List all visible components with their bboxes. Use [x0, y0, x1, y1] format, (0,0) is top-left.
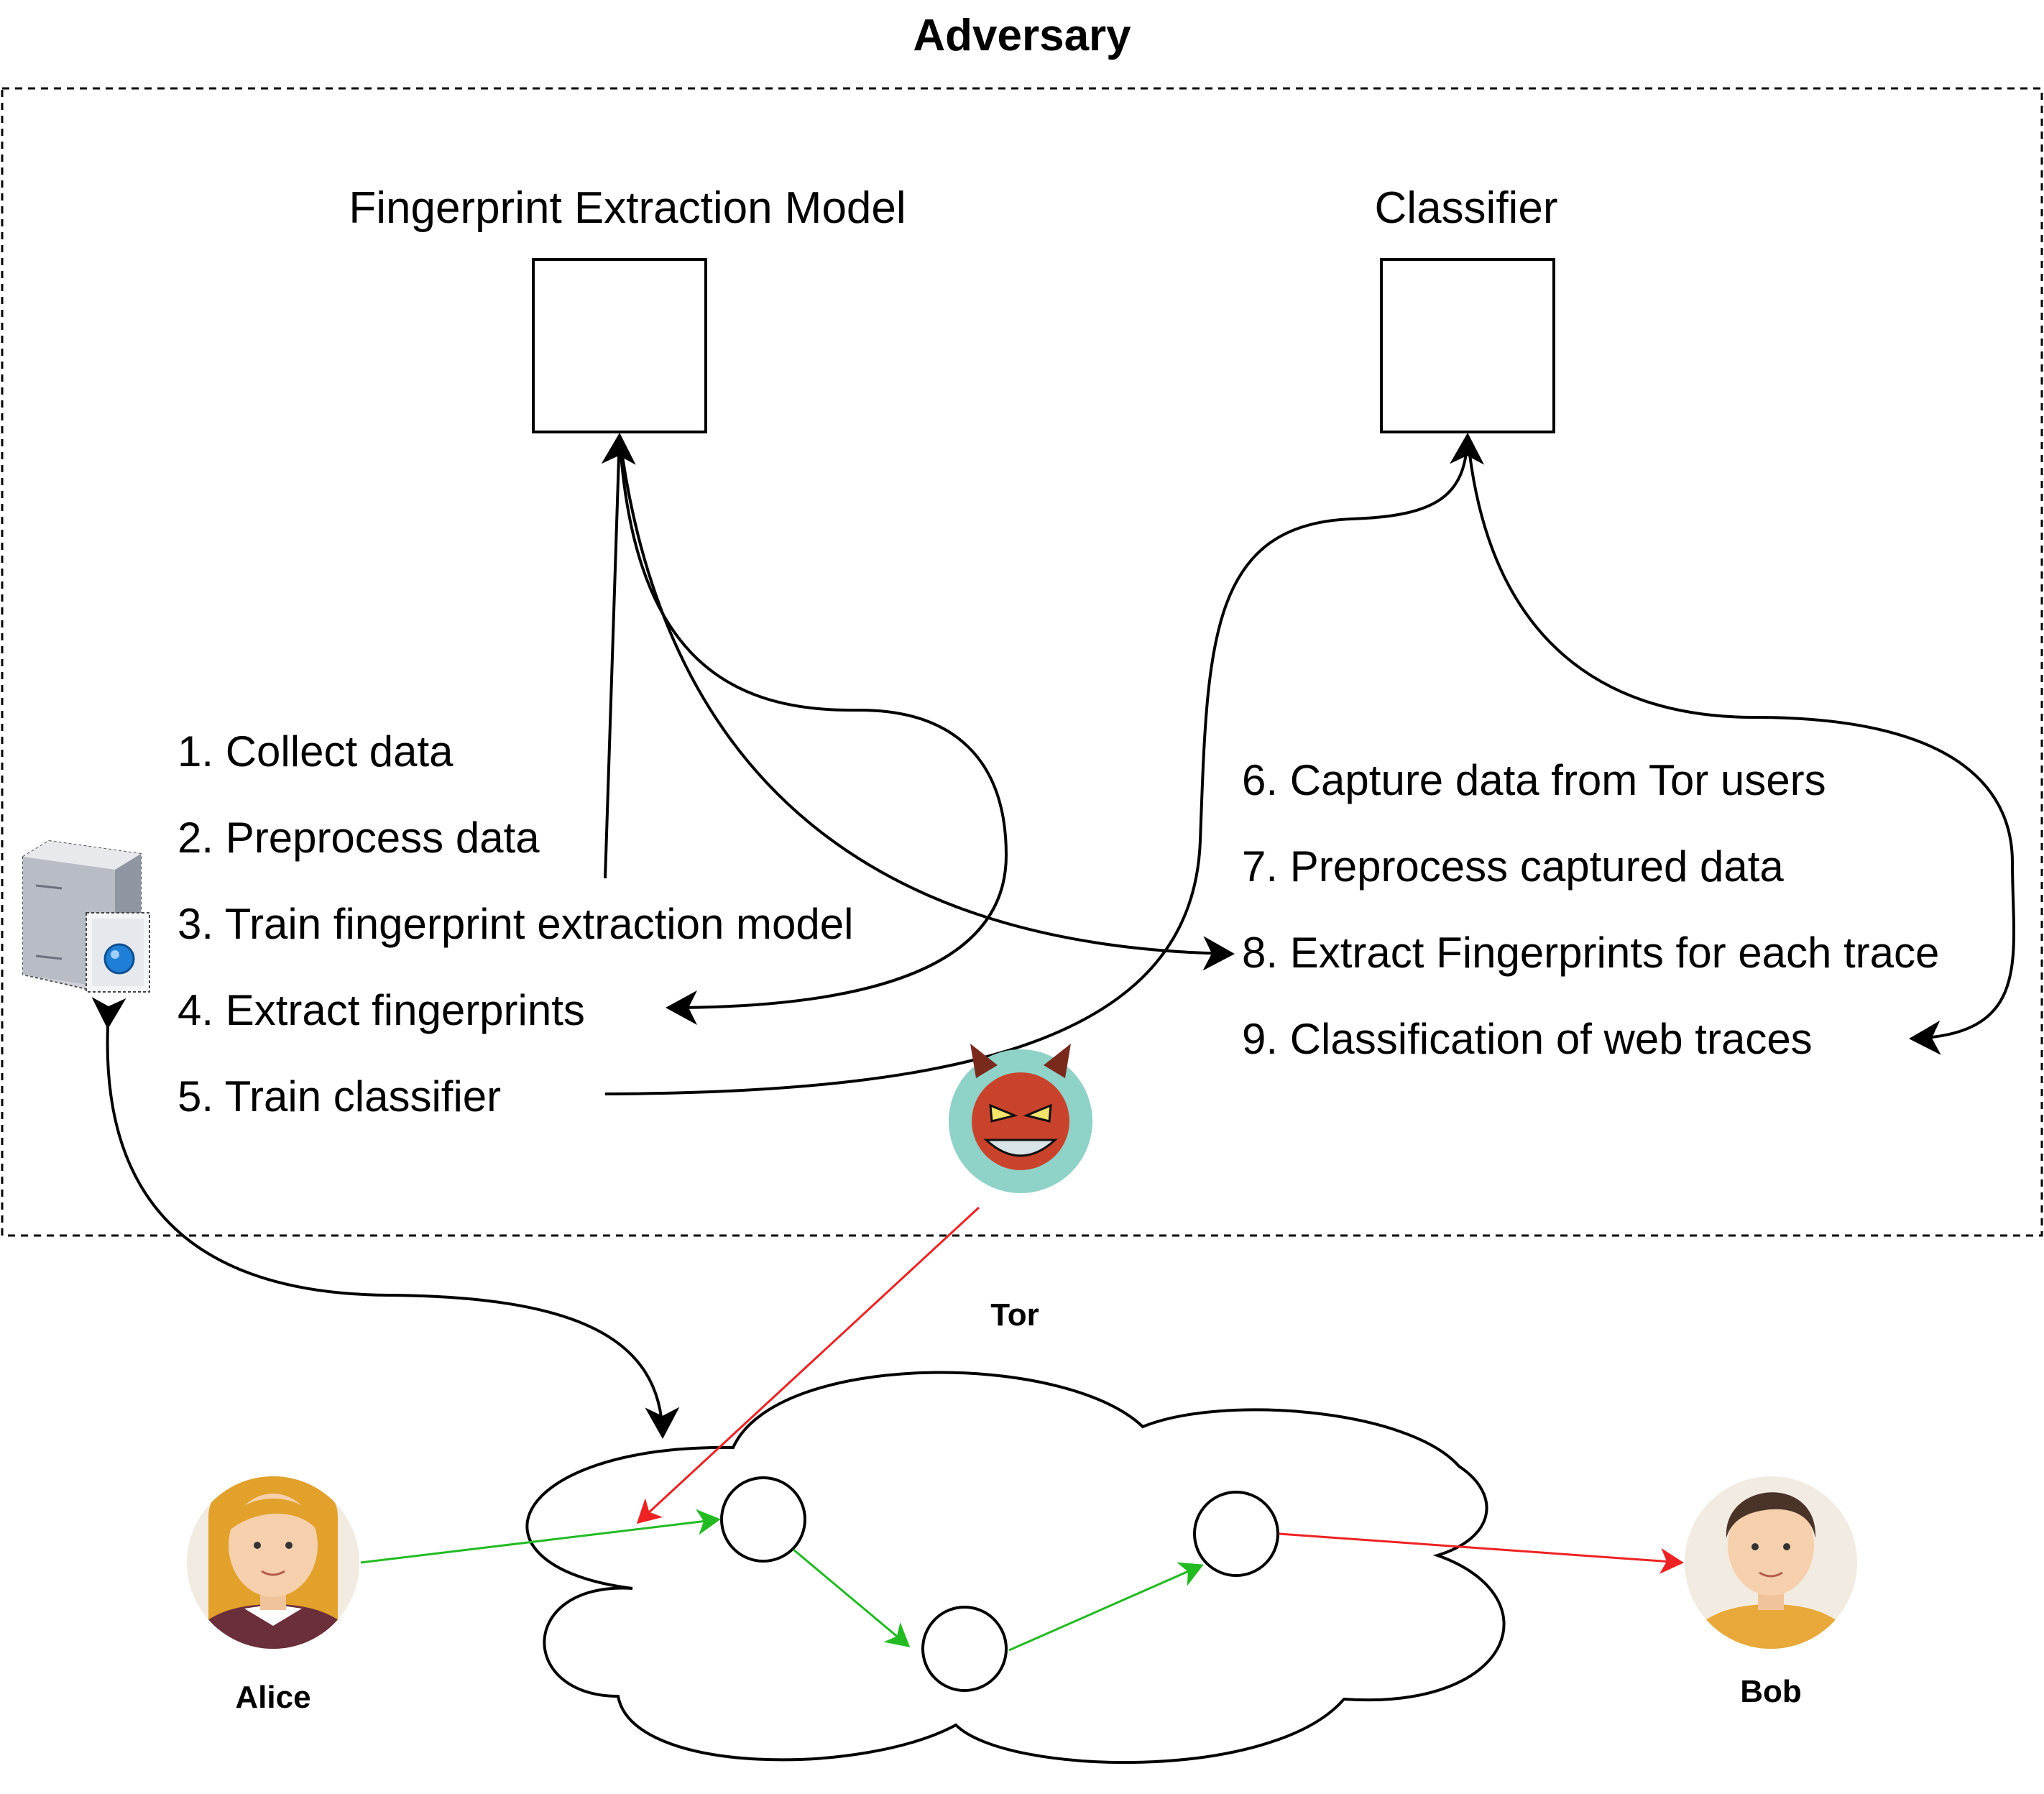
model-box — [532, 258, 707, 433]
devil-icon — [949, 1044, 1092, 1193]
path-alice-to-entry — [360, 1509, 721, 1564]
arrow-model-to-extract — [618, 435, 1008, 1025]
arrow-train-to-model — [601, 433, 636, 879]
adversary-title: Adversary — [913, 11, 1131, 60]
step-3: 3. Train fingerprint extraction model — [178, 900, 853, 948]
model-label: Fingerprint Extraction Model — [349, 183, 906, 233]
step-2: 2. Preprocess data — [178, 814, 540, 862]
certificate-icon — [86, 912, 150, 993]
bob-label: Bob — [1740, 1674, 1802, 1709]
arrow-train-classifier — [604, 433, 1485, 1095]
step-1: 1. Collect data — [178, 727, 454, 776]
arrow-model-to-step8 — [618, 435, 1235, 971]
path-entry-to-middle — [793, 1548, 911, 1647]
path-exit-to-bob — [1279, 1532, 1684, 1574]
tor-cloud — [525, 1371, 1506, 1765]
man-avatar-icon — [1685, 1476, 1857, 1649]
arrow-classifier-to-step9 — [1466, 435, 2015, 1055]
steps-left: 1. Collect data 2. Preprocess data 3. Tr… — [178, 727, 853, 1121]
step-9: 9. Classification of web traces — [1242, 1015, 1813, 1063]
tor-node-exit — [1193, 1491, 1279, 1577]
woman-avatar-icon — [187, 1476, 359, 1649]
step-7: 7. Preprocess captured data — [1242, 842, 1784, 891]
server-icon — [22, 840, 150, 993]
tor-node-middle — [921, 1606, 1008, 1692]
path-adversary-observe — [636, 1206, 980, 1524]
step-6: 6. Capture data from Tor users — [1242, 756, 1826, 804]
tor-node-entry — [720, 1476, 806, 1563]
step-8: 8. Extract Fingerprints for each trace — [1242, 929, 1939, 977]
alice-label: Alice — [235, 1680, 310, 1715]
step-5: 5. Train classifier — [178, 1072, 501, 1121]
adversary-boundary — [1, 87, 2043, 1237]
tor-label: Tor — [990, 1297, 1039, 1333]
steps-right: 6. Capture data from Tor users 7. Prepro… — [1242, 756, 1939, 1063]
classifier-box — [1380, 258, 1555, 433]
arrow-server-tor — [91, 997, 680, 1439]
step-4: 4. Extract fingerprints — [178, 986, 585, 1034]
classifier-label: Classifier — [1375, 183, 1558, 233]
path-middle-to-exit — [1008, 1562, 1204, 1652]
